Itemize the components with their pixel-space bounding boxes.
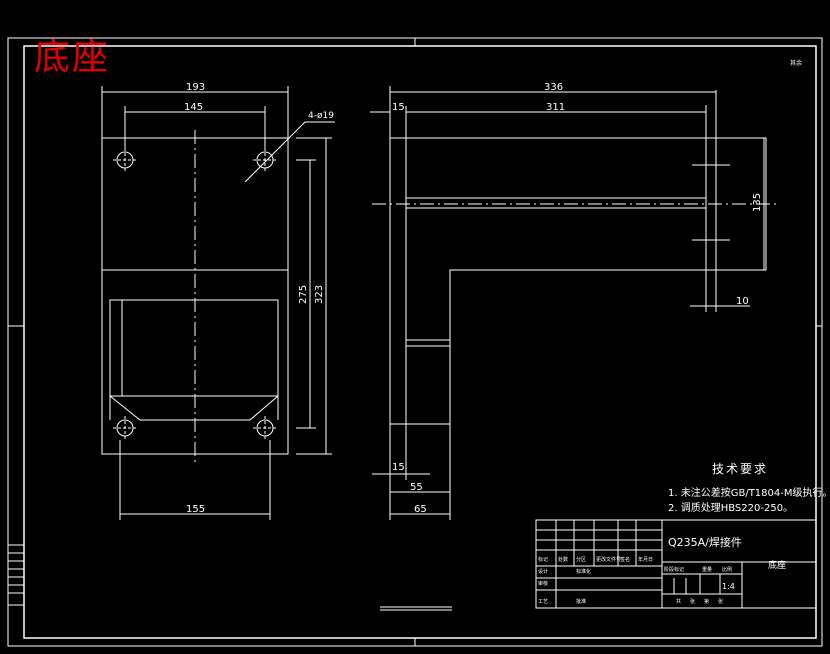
side-ruler (7, 544, 25, 606)
dim-323: 323 (314, 285, 325, 304)
dim-65: 65 (414, 504, 427, 515)
drawing-title: 底座 (34, 37, 111, 78)
tb-cell: 更改文件号 (596, 557, 622, 563)
dim-15-top: 15 (392, 102, 405, 113)
material-label: Q235A/焊接件 (668, 536, 742, 549)
dim-55: 55 (410, 482, 423, 493)
tb-cell: 重量 (702, 567, 713, 573)
tech-note-1: 1. 未注公差按GB/T1804-M级执行。 (668, 488, 830, 499)
dim-275: 275 (298, 285, 309, 304)
tb-cell: 设计 (538, 569, 549, 575)
front-view (101, 86, 335, 520)
tb-cell: 审核 (538, 581, 549, 587)
dim-311: 311 (546, 102, 565, 113)
tb-cell: 阶段标记 (664, 567, 685, 573)
title-block (535, 519, 817, 609)
tb-cell: 标准化 (576, 569, 592, 575)
side-dim-text: 336 311 15 135 10 15 55 65 (392, 82, 763, 515)
tb-cell: 批准 (576, 599, 587, 605)
tb-cell: 张 (718, 599, 724, 605)
tb-cell: 处数 (558, 557, 569, 563)
tb-cell: 年月日 (638, 557, 654, 563)
tb-cell: 共 (676, 599, 682, 605)
dim-336: 336 (544, 82, 563, 93)
dim-10: 10 (736, 296, 749, 307)
tech-note-2: 2. 调质处理HBS220-250。 (668, 503, 794, 514)
tb-cell: 签名 (620, 557, 631, 563)
tb-cell: 分区 (576, 557, 587, 563)
tb-cell: 比例 (722, 567, 733, 573)
tb-cell: 标记 (538, 557, 549, 563)
side-view (370, 86, 780, 520)
tb-cell: 第 (704, 599, 710, 605)
front-dim-text: 193 145 4-ø19 275 323 155 (184, 82, 334, 515)
corner-mark: 其余 (790, 60, 803, 67)
scale-value: 1:4 (722, 582, 735, 591)
dim-4-holes: 4-ø19 (308, 111, 334, 121)
dim-155: 155 (186, 504, 205, 515)
tech-requirements-title: 技术要求 (712, 462, 769, 476)
dim-145: 145 (184, 102, 203, 113)
dim-15-bottom: 15 (392, 462, 405, 473)
sheet-border (7, 37, 823, 647)
dim-193: 193 (186, 82, 205, 93)
part-name: 底座 (768, 561, 787, 571)
dim-135: 135 (752, 193, 763, 212)
tb-cell: 工艺 (538, 599, 549, 605)
tb-cell: 张 (690, 599, 696, 605)
